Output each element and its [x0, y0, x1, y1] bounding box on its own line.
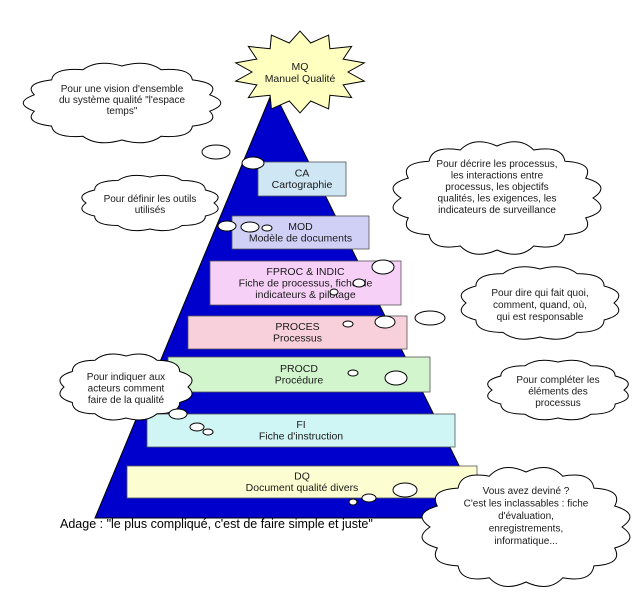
thought-bubble [168, 408, 188, 420]
callout-cloud: Vous avez deviné ? C'est les inclassables… [421, 467, 631, 587]
cloud-text-line: Pour une vision d'ensemble [61, 84, 184, 95]
thought-bubble [342, 320, 354, 328]
level-label-line: Cartographie [272, 179, 333, 191]
cloud-text-line: Pour dire qui fait quoi, [491, 288, 588, 299]
cloud-text-line: faire de la qualité [88, 395, 165, 406]
level-label-line: Fiche d'instruction [259, 431, 343, 443]
cloud-text-line: enregistrements, [489, 524, 563, 535]
cloud-shape [81, 174, 219, 232]
thought-bubble [371, 259, 395, 275]
cloud-text-line: comment, quand, où, [493, 300, 587, 311]
thought-bubble [261, 224, 273, 232]
callout-cloud: Pour décrire les processus,les interacti… [392, 141, 602, 255]
cloud-shape [392, 141, 602, 255]
cloud-text-line: informatique... [494, 536, 557, 547]
cloud-text-line: Vous avez deviné ? [483, 486, 570, 497]
level-label-line: FPROC & INDIC [266, 266, 345, 278]
thought-bubble [201, 144, 231, 160]
cloud-text-line: C'est les inclassables : fiche [464, 499, 589, 510]
level-label-line: Processus [273, 333, 322, 345]
thought-bubble [347, 369, 359, 377]
level-rect [209, 260, 402, 306]
thought-bubble [384, 370, 408, 386]
thought-bubble [348, 498, 358, 506]
cloud-text-line: éléments des [528, 387, 587, 398]
level-label-line: Modèle de documents [249, 233, 352, 245]
cloud-text-line: les interactions entre [451, 171, 544, 182]
star-shape [234, 30, 366, 114]
level-label-line: CA [295, 168, 310, 180]
thought-bubble [217, 220, 237, 232]
cloud-text-line: acteurs comment [88, 384, 165, 395]
thought-bubble [352, 278, 366, 288]
thought-bubble [414, 310, 446, 326]
level-label-line: MOD [288, 221, 313, 233]
cloud-text-line: utilisés [135, 205, 166, 216]
cloud-text-line: Pour définir les outils [104, 194, 197, 205]
level-label-line: PROCES [275, 321, 319, 333]
level-label-line: indicateurs & pilotage [255, 289, 356, 301]
level-label-line: Document qualité divers [246, 482, 359, 494]
thought-bubble [240, 221, 260, 233]
thought-bubble [361, 493, 377, 503]
cloud-text-line: du système qualité "l'espace [59, 95, 186, 106]
thought-bubble [392, 482, 418, 498]
thought-bubble [189, 422, 205, 432]
level-label-line: Procédure [275, 375, 324, 387]
level-rect [146, 413, 456, 448]
cloud-text-line: Pour décrire les processus, [436, 159, 557, 170]
cloud-text-line: Pour indiquer aux [87, 372, 165, 383]
cloud-shape [22, 62, 222, 144]
cloud-text-line: processus, les objectifs [445, 182, 548, 193]
cloud-shape [59, 353, 193, 421]
level-label-line: FI [296, 419, 305, 431]
cloud-text-line: Pour compléter les [516, 375, 599, 386]
level-label-line: PROCD [280, 363, 318, 375]
cloud-shape [421, 467, 631, 587]
adage-caption: Adage : "le plus compliqué, c'est de fai… [60, 517, 373, 531]
level-rect [126, 465, 478, 499]
level-label-line: DQ [294, 471, 310, 483]
cloud-text-line: qui est responsable [497, 312, 584, 323]
star-label-line: Manuel Qualité [265, 73, 336, 85]
callout-cloud: Pour dire qui fait quoi,comment, quand, … [460, 266, 620, 340]
level-rect [257, 161, 347, 197]
cloud-text-line: d'évaluation, [498, 511, 554, 522]
cloud-text-line: indicateurs de surveillance [438, 205, 556, 216]
level-rect [231, 215, 370, 250]
star-label-line: MQ [292, 61, 309, 73]
level-rect [187, 315, 408, 350]
cloud-text-line: qualités, les exigences, les [438, 194, 557, 205]
cloud-shape [460, 266, 620, 340]
level-label-line: Fiche de processus, fiche de [239, 277, 373, 289]
cloud-shape [487, 359, 629, 421]
thought-bubble [329, 288, 339, 296]
thought-bubble [202, 428, 214, 436]
thought-bubble [374, 315, 396, 329]
thought-bubble [241, 156, 265, 170]
cloud-text-line: processus [535, 398, 581, 409]
cloud-text-line: temps" [107, 106, 138, 117]
